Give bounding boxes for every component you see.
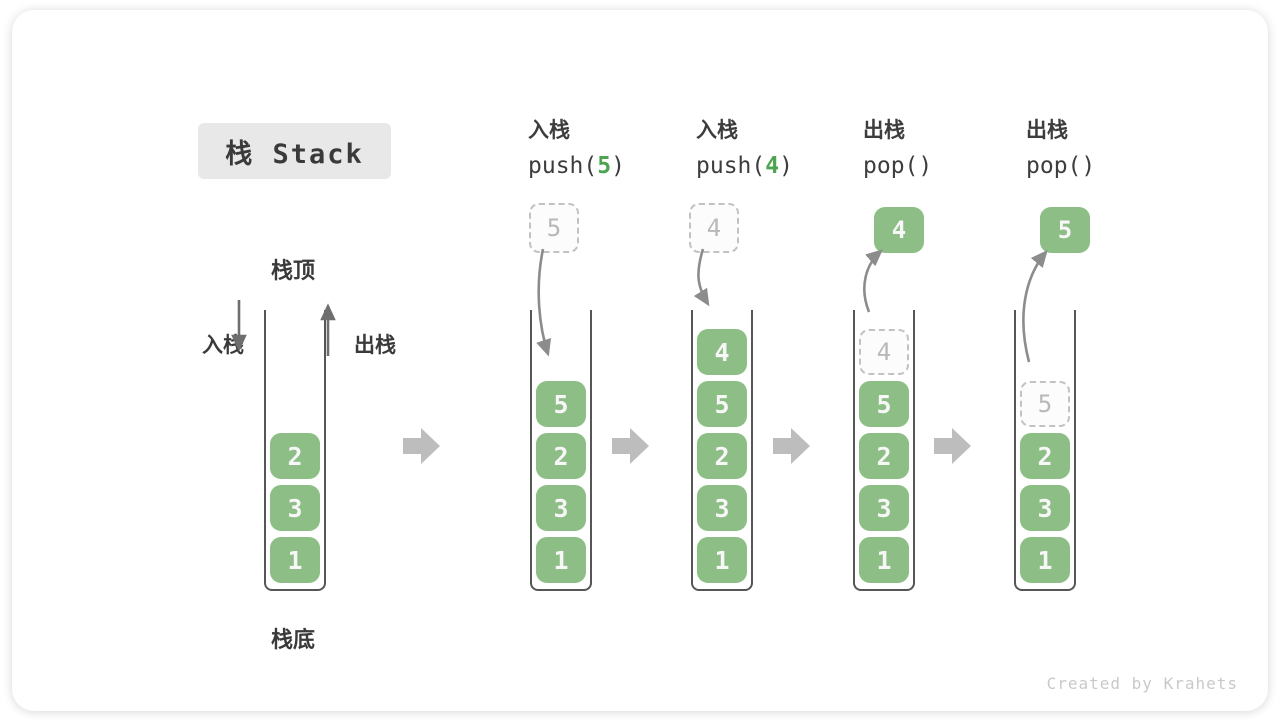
operation-header-pop-1: 出栈 pop(): [863, 118, 932, 179]
stack-block: 2: [859, 433, 909, 479]
stack-container-push-4: 4 5 2 3 1: [691, 310, 753, 591]
stack-block: 1: [536, 537, 586, 583]
stack-top-label: 栈顶: [271, 258, 316, 283]
operation-name: 出栈: [1026, 119, 1068, 142]
pop-side-label: 出栈: [354, 334, 396, 357]
watermark: Created by Krahets: [1046, 674, 1238, 693]
stack-block: 1: [270, 537, 320, 583]
operation-name: 入栈: [696, 119, 738, 142]
popped-slot-ghost: 5: [1020, 381, 1070, 427]
incoming-value-box: 5: [529, 203, 579, 253]
popped-value-box: 5: [1040, 207, 1090, 253]
page-title: 栈 Stack: [225, 138, 364, 170]
stack-bottom-label: 栈底: [271, 627, 316, 652]
code-text: push(: [528, 153, 598, 179]
stack-block: 2: [697, 433, 747, 479]
stack-block: 5: [697, 381, 747, 427]
stack-block: 3: [536, 485, 586, 531]
stack-block: 3: [859, 485, 909, 531]
stack-block: 2: [1020, 433, 1070, 479]
stack-block: 1: [859, 537, 909, 583]
code-arg: 5: [597, 153, 612, 179]
diagram-card: 栈 Stack 入栈 push(5) 入栈 push(4) 出栈 pop() 出…: [12, 10, 1268, 711]
stack-container-push-5: 5 2 3 1: [530, 310, 592, 591]
popped-slot-ghost: 4: [859, 329, 909, 375]
operation-header-pop-2: 出栈 pop(): [1026, 118, 1095, 179]
operation-header-push-4: 入栈 push(4): [696, 118, 793, 179]
stack-block: 3: [1020, 485, 1070, 531]
stack-block: 2: [270, 433, 320, 479]
code-text: pop(): [863, 153, 933, 179]
stack-block: 4: [697, 329, 747, 375]
incoming-value-box: 4: [689, 203, 739, 253]
code-text: pop(): [1026, 153, 1096, 179]
operation-name: 入栈: [528, 119, 570, 142]
stack-block: 1: [1020, 537, 1070, 583]
code-text: ): [611, 153, 625, 179]
stack-block: 5: [859, 381, 909, 427]
popped-value-box: 4: [874, 207, 924, 253]
operation-header-push-5: 入栈 push(5): [528, 118, 625, 179]
code-text: push(: [696, 153, 766, 179]
push-side-label: 入栈: [202, 334, 244, 357]
code-text: ): [779, 153, 793, 179]
code-arg: 4: [765, 153, 780, 179]
stack-block: 3: [270, 485, 320, 531]
operation-code: pop(): [1026, 153, 1095, 179]
operation-code: push(5): [528, 153, 625, 179]
stack-block: 5: [536, 381, 586, 427]
stack-block: 1: [697, 537, 747, 583]
stack-block: 2: [536, 433, 586, 479]
operation-name: 出栈: [863, 119, 905, 142]
stack-container-pop-5: 5 2 3 1: [1014, 310, 1076, 591]
stack-container-initial: 2 3 1: [264, 310, 326, 591]
stack-block: 3: [697, 485, 747, 531]
operation-code: pop(): [863, 153, 932, 179]
title-box: 栈 Stack: [198, 123, 391, 179]
stack-container-pop-4: 4 5 2 3 1: [853, 310, 915, 591]
operation-code: push(4): [696, 153, 793, 179]
